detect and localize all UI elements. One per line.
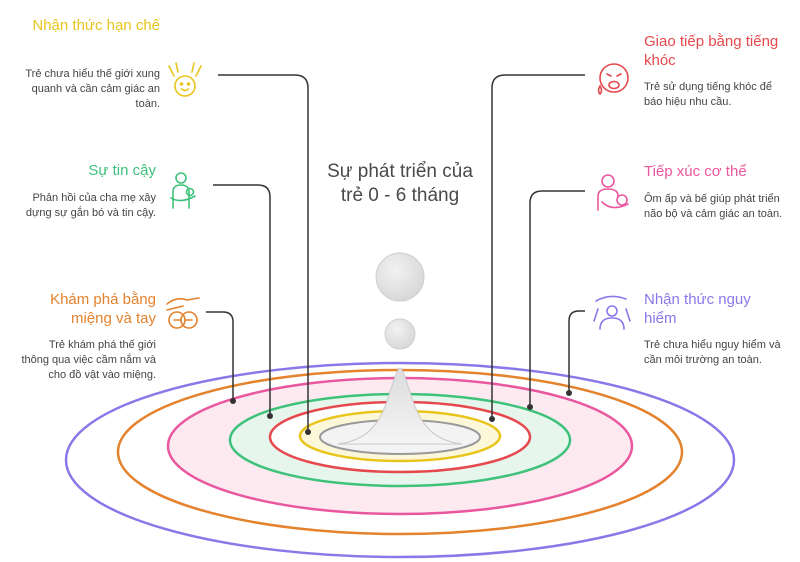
crying-face-icon [597,63,629,96]
label-trust: Sự tin cậy [88,162,156,179]
diagram-title: Sự phát triển của trẻ 0 - 6 tháng [327,161,473,206]
connector-touch [529,190,585,407]
connector-crying [491,74,585,419]
connector-dot [230,398,236,404]
connector-danger [568,310,585,393]
connector-dot [305,429,311,435]
connector-dot [527,404,533,410]
splash-peak [337,367,463,445]
connector-exploration [206,311,234,401]
parent-holding-baby-icon [170,172,196,209]
desc-danger: Trẻ chưa hiểu nguy hiểm và cần môi trườn… [644,339,781,366]
protected-person-icon [593,295,631,330]
label-danger: Nhận thức nguy hiểm [644,291,751,327]
desc-trust: Phản hồi của cha mẹ xây dựng sự gắn bó v… [25,192,156,219]
drop-large [375,252,425,302]
desc-touch: Ôm ấp và bế giúp phát triển não bộ và cả… [644,193,783,220]
label-touch: Tiếp xúc cơ thể [644,163,747,180]
baby-face-icon [168,62,202,97]
hand-with-coins-icon [166,297,200,329]
connector-dot [267,413,273,419]
desc-limited-awareness: Trẻ chưa hiểu thế giới xung quanh và cần… [25,68,160,110]
connector-dot [489,416,495,422]
hug-icon [597,174,629,211]
drop-small [384,318,416,350]
connector-trust [213,184,271,416]
connector-dot [566,390,572,396]
desc-crying: Trẻ sử dụng tiếng khóc để báo hiệu nhu c… [644,81,773,108]
label-exploration: Khám phá bằng miệng và tay [50,291,156,327]
label-crying: Giao tiếp bằng tiếng khóc [644,33,779,69]
connector-limited-awareness [218,74,309,432]
desc-exploration: Trẻ khám phá thế giới thông qua việc cầm… [21,339,156,381]
label-limited-awareness: Nhận thức hạn chế [32,17,160,34]
